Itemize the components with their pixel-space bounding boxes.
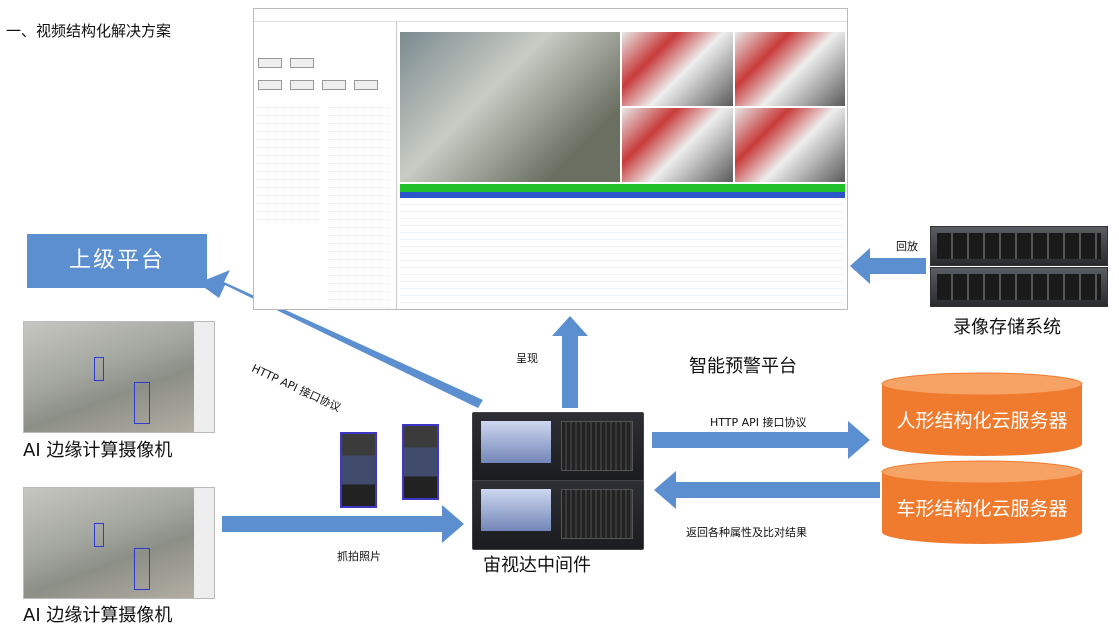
detection-box: [94, 523, 104, 547]
server-screen: [481, 421, 551, 463]
edge-label-playback: 回放: [896, 240, 918, 253]
screenshot-button: [290, 80, 314, 90]
camera-2-image: [23, 487, 215, 599]
edge-label-snapshot: 抓拍照片: [337, 550, 381, 563]
edge-label-present: 呈现: [516, 352, 538, 365]
ai-camera-label-2: AI 边缘计算摄像机: [23, 605, 173, 626]
screenshot-button: [290, 58, 314, 68]
screenshot-thumbnail: [622, 32, 733, 106]
screenshot-thumbnail: [734, 32, 845, 106]
person-server-label: 人形结构化云服务器: [896, 410, 1068, 432]
storage-label: 录像存储系统: [953, 317, 1061, 338]
screenshot-thumbnails: [622, 32, 845, 182]
storage-rack-2: [930, 267, 1108, 307]
detection-box: [94, 357, 104, 381]
screenshot-video-view: [400, 32, 620, 182]
screenshot-left-panel: [254, 22, 397, 309]
smart-warning-screenshot: [253, 8, 848, 310]
arrow-present-up: [552, 316, 588, 408]
screenshot-button: [354, 80, 378, 90]
camera-side-panel: [194, 488, 214, 598]
screenshot-tabs: [398, 22, 847, 30]
middleware-server-1: [472, 412, 644, 482]
person-server-cylinder: [881, 372, 1083, 456]
middleware-label: 宙视达中间件: [483, 555, 591, 576]
screenshot-attribute-tree: [324, 100, 394, 309]
camera-1-image: [23, 321, 215, 433]
screenshot-thumbnail: [622, 108, 733, 182]
arrow-snapshot-right: [222, 505, 464, 543]
screenshot-table-header: [400, 184, 845, 192]
screenshot-right-panel: [398, 22, 847, 309]
middleware-server-2: [472, 480, 644, 550]
screenshot-titlebar: [254, 9, 847, 22]
edge-label-http-api-server: HTTP API 接口协议: [710, 416, 807, 429]
screenshot-results-table: [400, 184, 845, 307]
ai-camera-label-1: AI 边缘计算摄像机: [23, 440, 173, 461]
screenshot-button: [258, 80, 282, 90]
screenshot-thumbnail: [734, 108, 845, 182]
arrow-playback-left: [850, 248, 926, 284]
screenshot-button: [322, 80, 346, 90]
rack-bays: [937, 274, 1101, 300]
arrow-to-person-server: [652, 421, 870, 459]
screenshot-device-tree: [254, 100, 324, 309]
detection-box: [134, 548, 150, 590]
pedestrian-snapshot-1: [340, 432, 377, 508]
screenshot-table-selected-row: [400, 192, 845, 198]
server-screen: [481, 489, 551, 531]
vehicle-server-cylinder: [881, 460, 1083, 544]
upper-platform-box: 上级平台: [27, 234, 207, 288]
camera-side-panel: [194, 322, 214, 432]
arrow-results-left: [654, 471, 880, 509]
edge-label-return-results: 返回各种属性及比对结果: [686, 526, 807, 539]
vehicle-server-label: 车形结构化云服务器: [896, 498, 1068, 520]
page-title: 一、视频结构化解决方案: [6, 22, 172, 40]
server-vent: [561, 421, 633, 471]
storage-rack-1: [930, 226, 1108, 266]
server-vent: [561, 489, 633, 539]
screenshot-button: [258, 58, 282, 68]
detection-box: [134, 382, 150, 424]
rack-bays: [937, 233, 1101, 259]
smart-warning-label: 智能预警平台: [689, 356, 797, 377]
pedestrian-snapshot-2: [402, 424, 439, 500]
